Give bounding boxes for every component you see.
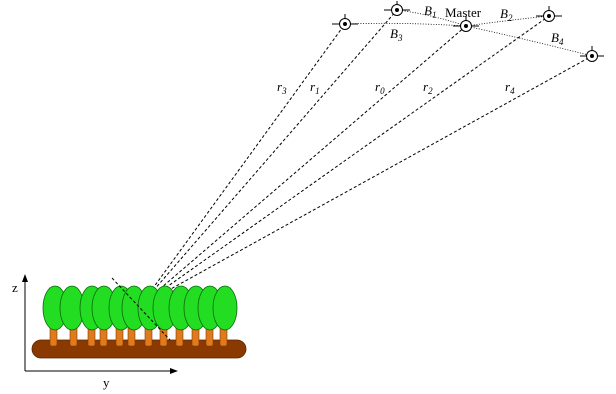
ray-r1 — [139, 9, 398, 307]
satellite-b3 — [332, 14, 358, 30]
satellite-master — [453, 16, 479, 32]
ray-r0 — [139, 25, 467, 307]
axes: z y — [12, 274, 178, 390]
baseline-b1-curve — [396, 9, 467, 27]
z-axis-label: z — [12, 280, 18, 295]
satellite-b2 — [536, 6, 562, 22]
ray-r4 — [139, 55, 593, 307]
satellite-dot — [590, 54, 594, 58]
range-label-r1: r1 — [310, 79, 320, 96]
ground-strip — [31, 339, 247, 359]
baseline-label-b1: B1 — [424, 3, 436, 20]
master-label: Master — [445, 5, 482, 20]
range-label-r0: r0 — [375, 79, 385, 96]
z-axis-arrow-icon — [22, 274, 28, 282]
ray-r3 — [139, 23, 346, 307]
baseline-curves — [344, 9, 593, 57]
range-label-r4: r4 — [505, 79, 515, 96]
canopy — [212, 285, 238, 331]
satellite-dot — [547, 14, 551, 18]
y-axis-label: y — [103, 375, 110, 390]
ray-r2 — [139, 15, 550, 307]
y-axis-arrow-icon — [170, 368, 178, 374]
baseline-b2-curve — [465, 15, 550, 27]
satellite-dot — [395, 8, 399, 12]
range-label-r2: r2 — [423, 79, 433, 96]
baseline-label-b2: B2 — [500, 6, 513, 23]
range-rays — [139, 9, 593, 307]
range-label-r3: r3 — [277, 79, 287, 96]
satellite-b4 — [580, 46, 604, 62]
tree-canopies — [42, 285, 238, 331]
baseline-label-b3: B3 — [390, 26, 403, 43]
baseline-b4-curve — [465, 25, 593, 57]
satellite-dot — [343, 22, 347, 26]
perpendicular-line — [111, 277, 171, 341]
baseline-label-b4: B4 — [551, 30, 564, 47]
satellite-b1 — [384, 1, 410, 16]
satellite-dot — [464, 24, 468, 28]
baseline-b3-curve — [344, 22, 467, 27]
